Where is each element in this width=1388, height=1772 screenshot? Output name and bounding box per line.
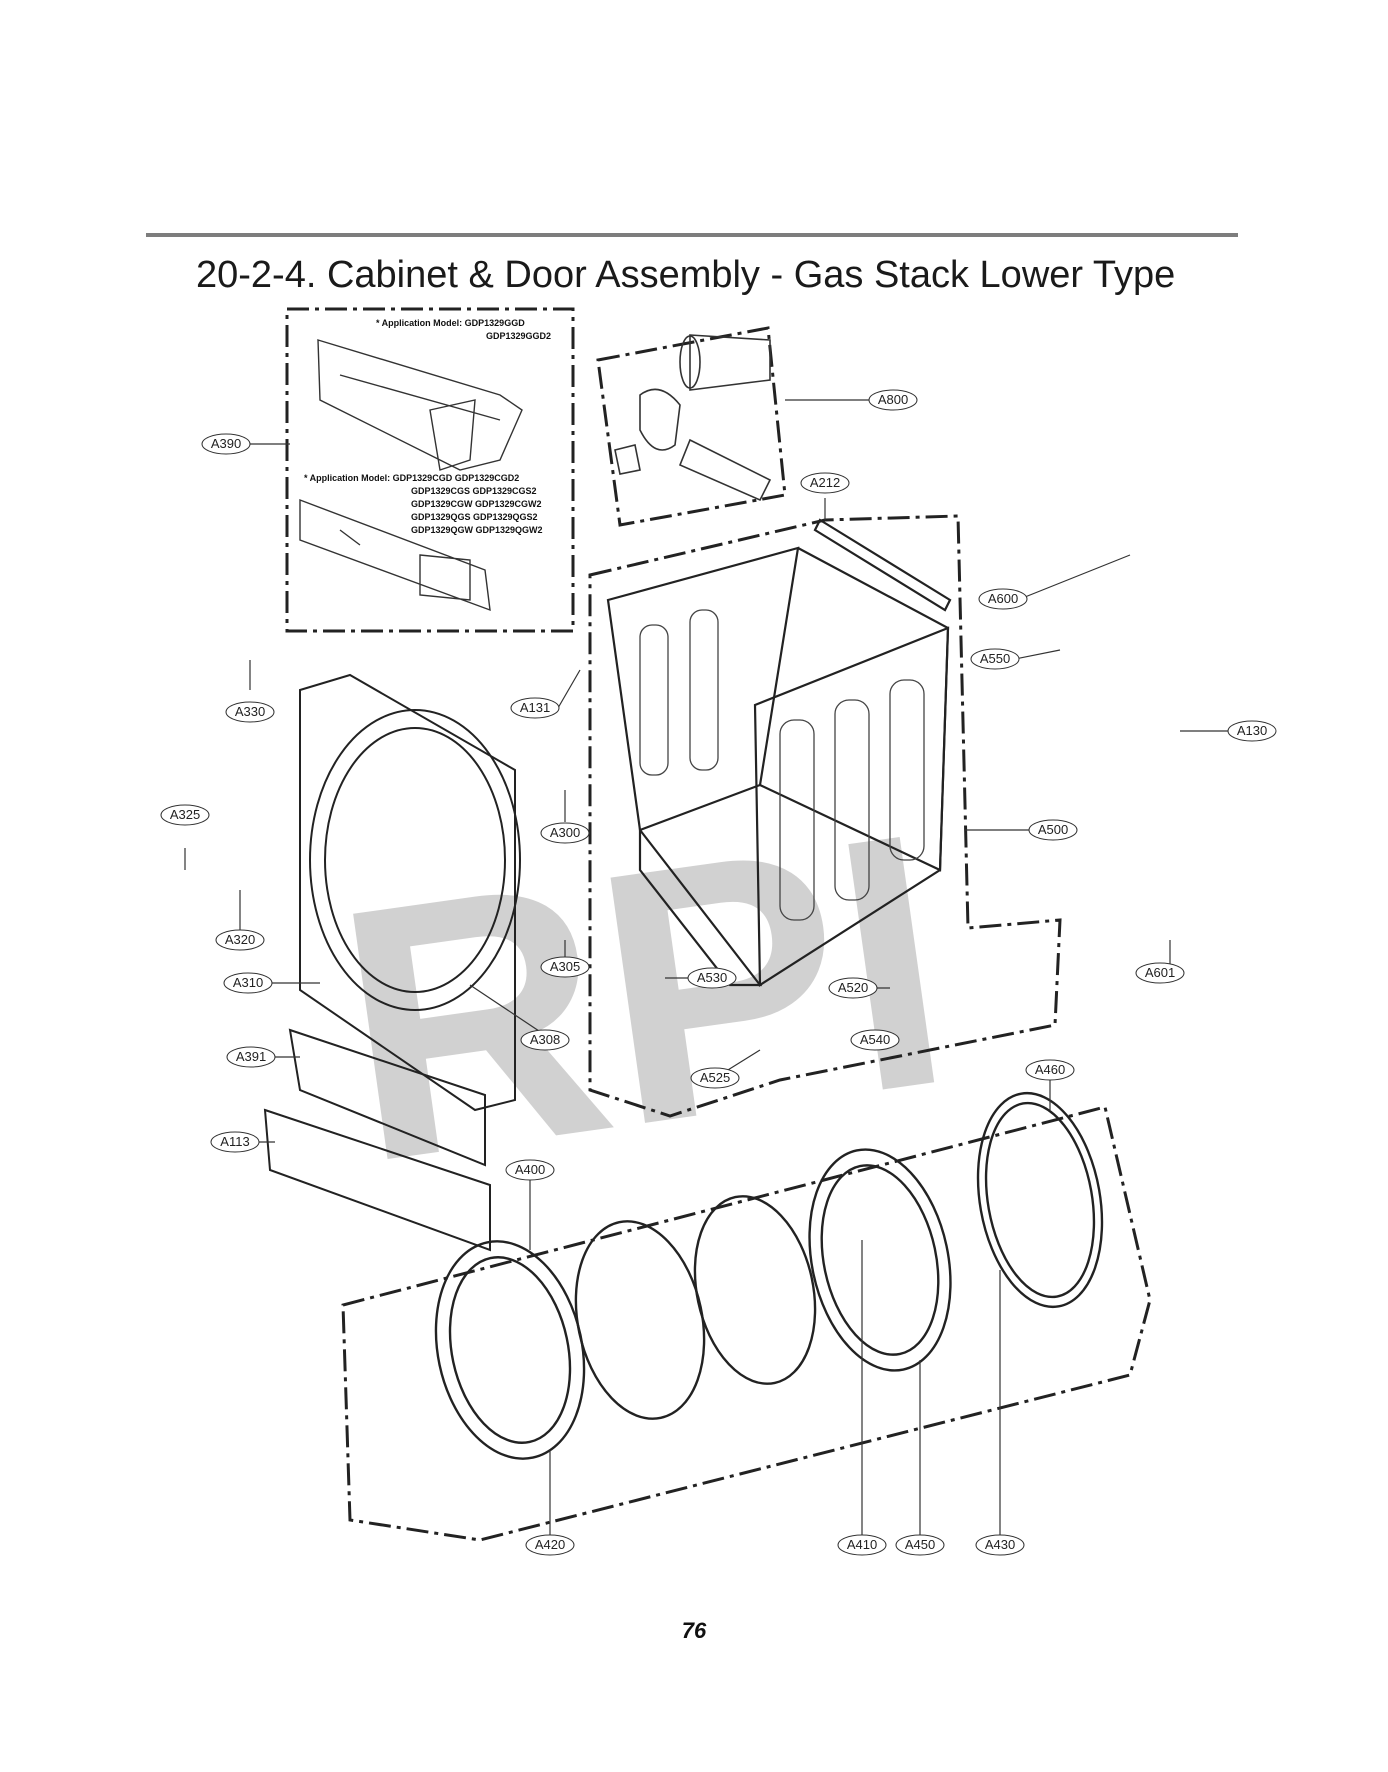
note-group: * Application Model: GDP1329GGD GDP1329G… bbox=[304, 318, 551, 535]
note2-line5: GDP1329QGW GDP1329QGW2 bbox=[411, 525, 543, 535]
label-a308: A308 bbox=[520, 1029, 570, 1051]
svg-text:A212: A212 bbox=[810, 475, 840, 490]
front-panel-door-opening-inner bbox=[324, 727, 506, 993]
svg-text:A450: A450 bbox=[905, 1537, 935, 1552]
svg-text:A530: A530 bbox=[697, 970, 727, 985]
svg-text:A540: A540 bbox=[860, 1032, 890, 1047]
svg-text:A800: A800 bbox=[878, 392, 908, 407]
label-a212: A212 bbox=[800, 472, 850, 494]
bracket-group-outline bbox=[285, 307, 575, 633]
door-frame-a450 bbox=[808, 1148, 952, 1372]
page-number: 76 bbox=[681, 1618, 707, 1643]
svg-text:A305: A305 bbox=[550, 959, 580, 974]
front-panel-door-opening bbox=[309, 709, 521, 1011]
door-ring-a460 bbox=[976, 1091, 1104, 1309]
svg-text:A420: A420 bbox=[535, 1537, 565, 1552]
svg-text:A520: A520 bbox=[838, 980, 868, 995]
cabinet-group-outline bbox=[588, 514, 1062, 1118]
duct-clip bbox=[614, 444, 641, 475]
door-glass bbox=[693, 1195, 817, 1385]
svg-text:A325: A325 bbox=[170, 807, 200, 822]
header-rule bbox=[146, 233, 1238, 237]
svg-text:A330: A330 bbox=[235, 704, 265, 719]
svg-text:A500: A500 bbox=[1038, 822, 1068, 837]
label-a540: A540 bbox=[850, 1029, 900, 1051]
upper-bracket-sketch bbox=[317, 339, 523, 471]
svg-text:A131: A131 bbox=[520, 700, 550, 715]
label-a310: A310 bbox=[223, 972, 273, 994]
door-frame-a450-inner bbox=[820, 1164, 940, 1356]
front-panel bbox=[299, 673, 516, 1112]
note2-line4: GDP1329QGS GDP1329QGS2 bbox=[411, 512, 538, 522]
lower-bracket-sketch bbox=[299, 498, 491, 612]
label-a330: A330 bbox=[225, 701, 275, 723]
label-a305: A305 bbox=[540, 956, 590, 978]
door-ring-a420-outer bbox=[434, 1240, 586, 1460]
door-group-outline bbox=[341, 1105, 1152, 1542]
svg-text:A430: A430 bbox=[985, 1537, 1015, 1552]
cabinet-front-panel bbox=[753, 626, 950, 987]
door-ring-a420-inner bbox=[448, 1256, 572, 1444]
top-rail bbox=[813, 518, 952, 612]
svg-text:A390: A390 bbox=[211, 436, 241, 451]
svg-text:A310: A310 bbox=[233, 975, 263, 990]
svg-text:A525: A525 bbox=[700, 1070, 730, 1085]
label-a325: A325 bbox=[160, 804, 210, 826]
svg-text:A113: A113 bbox=[220, 1134, 249, 1149]
svg-text:A308: A308 bbox=[530, 1032, 560, 1047]
label-a320: A320 bbox=[215, 929, 265, 951]
label-a500: A500 bbox=[1028, 819, 1078, 841]
label-a430: A430 bbox=[975, 1534, 1025, 1556]
label-a525: A525 bbox=[690, 1067, 740, 1089]
svg-text:A300: A300 bbox=[550, 825, 580, 840]
label-a131: A131 bbox=[510, 697, 560, 719]
label-a460: A460 bbox=[1025, 1059, 1075, 1081]
note1-line2: GDP1329GGD2 bbox=[486, 331, 551, 341]
duct-elbow bbox=[639, 388, 681, 451]
note2-line1: * Application Model: GDP1329CGD GDP1329C… bbox=[304, 473, 519, 483]
label-a390: A390 bbox=[201, 433, 251, 455]
svg-text:A550: A550 bbox=[980, 651, 1010, 666]
label-a550: A550 bbox=[970, 648, 1020, 670]
label-a600: A600 bbox=[978, 588, 1028, 610]
label-a800: A800 bbox=[868, 389, 918, 411]
note2-line2: GDP1329CGS GDP1329CGS2 bbox=[411, 486, 537, 496]
label-a130: A130 bbox=[1227, 720, 1277, 742]
label-a450: A450 bbox=[895, 1534, 945, 1556]
label-a391: A391 bbox=[226, 1046, 276, 1068]
left-panel-slot-1 bbox=[639, 624, 669, 776]
duct-lower-pipe bbox=[678, 438, 772, 502]
front-panel-slot-2 bbox=[834, 699, 870, 901]
svg-text:A391: A391 bbox=[236, 1049, 266, 1064]
left-panel-slot-2 bbox=[689, 609, 719, 771]
note2-line3: GDP1329CGW GDP1329CGW2 bbox=[411, 499, 542, 509]
duct-group-outline bbox=[596, 326, 787, 527]
label-a400: A400 bbox=[505, 1159, 555, 1181]
label-a601: A601 bbox=[1135, 962, 1185, 984]
svg-text:A601: A601 bbox=[1145, 965, 1175, 980]
svg-text:A410: A410 bbox=[847, 1537, 877, 1552]
svg-text:A460: A460 bbox=[1035, 1062, 1065, 1077]
duct-upper-pipe-end bbox=[679, 335, 701, 389]
label-a530: A530 bbox=[687, 967, 737, 989]
svg-text:A600: A600 bbox=[988, 591, 1018, 606]
svg-text:A400: A400 bbox=[515, 1162, 545, 1177]
svg-text:A130: A130 bbox=[1237, 723, 1267, 738]
door-ring-a460-inner bbox=[984, 1101, 1096, 1299]
bracket-a391 bbox=[288, 1028, 486, 1167]
label-a300: A300 bbox=[540, 822, 590, 844]
svg-text:A320: A320 bbox=[225, 932, 255, 947]
duct-upper-pipe bbox=[689, 334, 771, 391]
note1-line1: * Application Model: GDP1329GGD bbox=[376, 318, 525, 328]
label-a113: A113 bbox=[210, 1131, 260, 1153]
front-panel-slot-1 bbox=[779, 719, 815, 921]
front-panel-slot-3 bbox=[889, 679, 925, 861]
page-title: 20-2-4. Cabinet & Door Assembly - Gas St… bbox=[196, 254, 1176, 296]
kick-plate-a113 bbox=[263, 1108, 491, 1252]
label-a410: A410 bbox=[837, 1534, 887, 1556]
label-a520: A520 bbox=[828, 977, 878, 999]
label-a420: A420 bbox=[525, 1534, 575, 1556]
